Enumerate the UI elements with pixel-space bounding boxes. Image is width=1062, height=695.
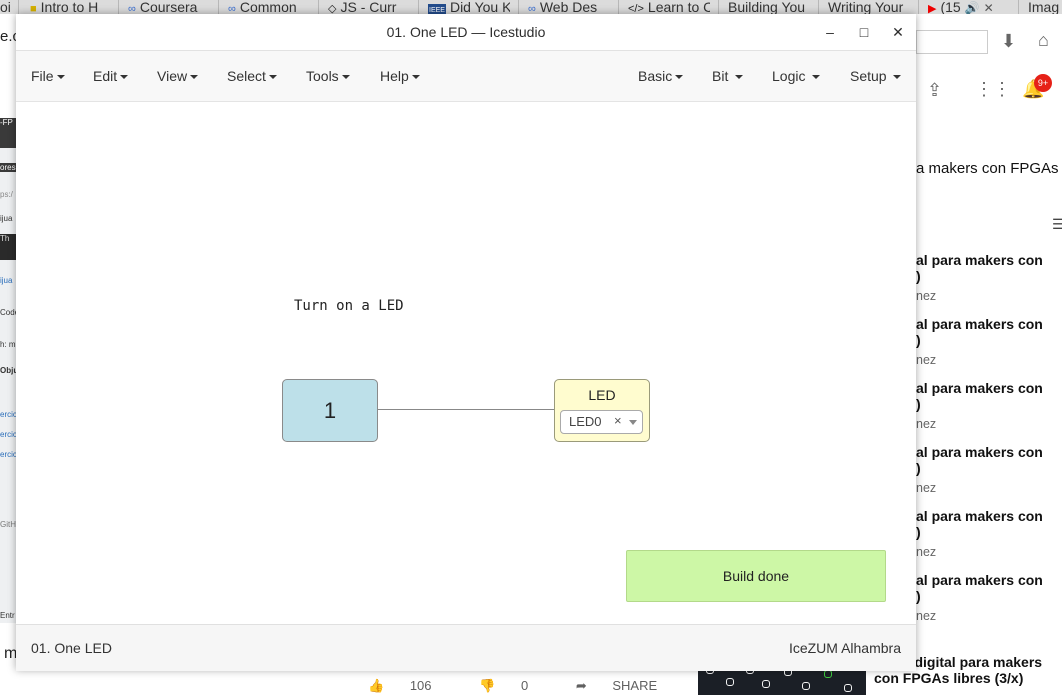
video-title-fragment: a makers con FPGAs bbox=[916, 160, 1059, 177]
clear-selection-icon[interactable]: × bbox=[614, 413, 622, 428]
recommendation-title[interactable]: ónica digital para makers con FPGAs libr… bbox=[874, 654, 1043, 686]
build-status-toast[interactable]: Build done bbox=[626, 550, 886, 602]
menu-view[interactable]: View bbox=[157, 68, 199, 84]
caret-down-icon bbox=[812, 75, 821, 80]
browser-tab-js[interactable]: ◇JS - Curr bbox=[328, 0, 397, 14]
browser-tab-images[interactable]: Imag bbox=[1028, 0, 1060, 14]
like-button[interactable]: 👍 106 bbox=[368, 678, 432, 693]
browser-tab-intro[interactable]: ■Intro to H bbox=[30, 0, 99, 14]
close-button[interactable]: ✕ bbox=[892, 24, 904, 40]
window-title: 01. One LED — Icestudio bbox=[386, 24, 546, 40]
thumbs-up-icon: 👍 bbox=[368, 678, 385, 693]
link-icon: ∞ bbox=[228, 3, 236, 14]
menu-edit[interactable]: Edit bbox=[93, 68, 129, 84]
ieee-icon: IEEE bbox=[428, 4, 446, 14]
caret-down-icon bbox=[190, 75, 199, 80]
design-canvas[interactable]: Turn on a LED 1 LED LED0 × Build done bbox=[16, 102, 916, 624]
recommendation-item[interactable]: al para makers con ) nez bbox=[916, 508, 1043, 559]
menu-bit[interactable]: Bit bbox=[712, 68, 744, 84]
link-icon: ∞ bbox=[528, 3, 536, 14]
favorite-star-icon: ■ bbox=[30, 3, 37, 14]
menu-basic[interactable]: Basic bbox=[638, 68, 684, 84]
recommendation-item[interactable]: al para makers con ) nez bbox=[916, 572, 1043, 623]
led-block-title: LED bbox=[588, 387, 616, 403]
status-footer: 01. One LED IceZUM Alhambra bbox=[16, 624, 916, 671]
youtube-header: ⇪ ⋮⋮ 🔔 bbox=[916, 64, 1062, 118]
caret-down-icon bbox=[735, 75, 744, 80]
menu-setup[interactable]: Setup bbox=[850, 68, 902, 84]
minimize-button[interactable]: – bbox=[826, 24, 834, 40]
close-tab-icon[interactable]: ✕ bbox=[983, 1, 994, 14]
upload-icon[interactable]: ⇪ bbox=[927, 80, 943, 100]
recommendation-item[interactable]: al para makers con ) nez bbox=[916, 380, 1043, 431]
board-name[interactable]: IceZUM Alhambra bbox=[788, 640, 901, 656]
share-button[interactable]: ➦ SHARE bbox=[575, 678, 658, 693]
led-pin-value: LED0 bbox=[569, 414, 602, 429]
menu-select[interactable]: Select bbox=[227, 68, 277, 84]
browser-tab-webdes[interactable]: ∞Web Des bbox=[528, 0, 598, 14]
caret-down-icon bbox=[341, 75, 350, 80]
menu-file[interactable]: File bbox=[31, 68, 65, 84]
thumbs-down-icon: 👎 bbox=[479, 678, 496, 693]
download-icon[interactable]: ⬇ bbox=[1001, 31, 1017, 51]
browser-search-field[interactable] bbox=[916, 30, 988, 54]
speaker-icon[interactable]: 🔊 bbox=[964, 1, 980, 14]
caret-down-icon bbox=[893, 75, 902, 80]
caret-down-icon bbox=[675, 75, 684, 80]
menu-logic[interactable]: Logic bbox=[772, 68, 821, 84]
constant-block[interactable]: 1 bbox=[282, 379, 378, 442]
browser-tab-writing[interactable]: Writing Your bbox=[828, 0, 904, 14]
code-icon: </> bbox=[628, 3, 644, 14]
icestudio-window: 01. One LED — Icestudio – □ ✕ File Edit … bbox=[16, 14, 916, 671]
dropdown-arrow-icon[interactable] bbox=[629, 420, 637, 425]
browser-tab-learn[interactable]: </>Learn to C bbox=[628, 0, 710, 14]
wire[interactable] bbox=[378, 409, 554, 410]
background-page-left-strip: -FP ores ps:/ ijua Th ijua Code h: m Obj… bbox=[0, 118, 16, 623]
recommendation-item[interactable]: al para makers con ) nez bbox=[916, 444, 1043, 495]
playlist-menu-icon[interactable]: ☰ bbox=[1052, 216, 1062, 232]
recommendation-item[interactable]: al para makers con ) nez bbox=[916, 252, 1043, 303]
notification-badge: 9+ bbox=[1034, 74, 1052, 92]
dislike-button[interactable]: 👎 0 bbox=[479, 678, 529, 693]
caret-down-icon bbox=[56, 75, 65, 80]
apps-grid-icon[interactable]: ⋮⋮ bbox=[975, 79, 1011, 99]
share-icon: ➦ bbox=[575, 678, 587, 693]
menu-help[interactable]: Help bbox=[380, 68, 420, 84]
led-pin-select[interactable]: LED0 × bbox=[560, 410, 643, 434]
browser-tab-strip: oi ■Intro to H ∞Coursera ∞Common ◇JS - C… bbox=[0, 0, 1062, 14]
background-text-fragment: m bbox=[4, 645, 18, 662]
link-icon: ∞ bbox=[128, 3, 136, 14]
menu-bar: File Edit View Select Tools Help Basic B… bbox=[16, 51, 916, 102]
browser-tab-building[interactable]: Building You bbox=[728, 0, 806, 14]
home-icon[interactable]: ⌂ bbox=[1038, 30, 1049, 50]
browser-tab-partial[interactable]: oi bbox=[0, 0, 11, 14]
maximize-button[interactable]: □ bbox=[859, 24, 869, 40]
youtube-icon: ▶ bbox=[928, 3, 937, 14]
browser-tab-youtube[interactable]: ▶(15🔊✕ bbox=[928, 0, 994, 14]
window-titlebar[interactable]: 01. One LED — Icestudio – □ ✕ bbox=[16, 14, 916, 51]
caret-down-icon bbox=[411, 75, 420, 80]
browser-tab-coursera[interactable]: ∞Coursera bbox=[128, 0, 198, 14]
led-output-block[interactable]: LED LED0 × bbox=[554, 379, 650, 442]
recommendation-item[interactable]: al para makers con ) nez bbox=[916, 316, 1043, 367]
menu-tools[interactable]: Tools bbox=[306, 68, 350, 84]
caret-down-icon bbox=[268, 75, 277, 80]
comment-block[interactable]: Turn on a LED bbox=[294, 298, 404, 314]
codepen-icon: ◇ bbox=[328, 3, 337, 14]
project-name: 01. One LED bbox=[31, 640, 112, 656]
caret-down-icon bbox=[120, 75, 129, 80]
browser-tab-common[interactable]: ∞Common bbox=[228, 0, 297, 14]
address-bar-fragment[interactable]: e.c bbox=[0, 28, 21, 45]
